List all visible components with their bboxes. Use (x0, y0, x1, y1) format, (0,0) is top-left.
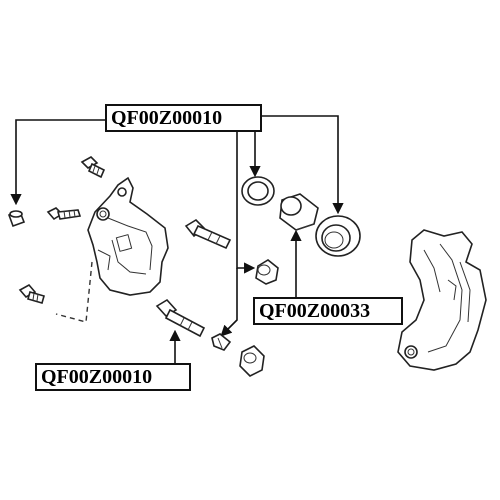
part-number-label-bottom: QF00Z00010 (35, 363, 191, 391)
bushing-lower-part (239, 345, 265, 377)
guide-pin-lower-part (155, 298, 206, 338)
guide-pin-upper-part (184, 218, 232, 250)
assembly-dashed-guide (55, 261, 93, 323)
caliper-bolt-top-part (80, 156, 106, 179)
piston-part (279, 193, 319, 231)
bleeder-screw-part (46, 207, 82, 221)
caliper-body-part (87, 176, 169, 296)
part-number-label-top: QF00Z00010 (105, 104, 262, 132)
dust-boot-part (315, 215, 361, 257)
caliper-bolt-lower-part (18, 283, 45, 304)
bleeder-cap-part (7, 210, 26, 228)
bushing-upper-part (255, 259, 279, 285)
part-number-label-right: QF00Z00033 (253, 297, 403, 325)
piston-seal-ring-part (241, 176, 275, 206)
pin-boot-lower-part (211, 333, 232, 351)
leaders-top-label (10, 115, 344, 337)
caliper-bracket-part (397, 229, 487, 371)
